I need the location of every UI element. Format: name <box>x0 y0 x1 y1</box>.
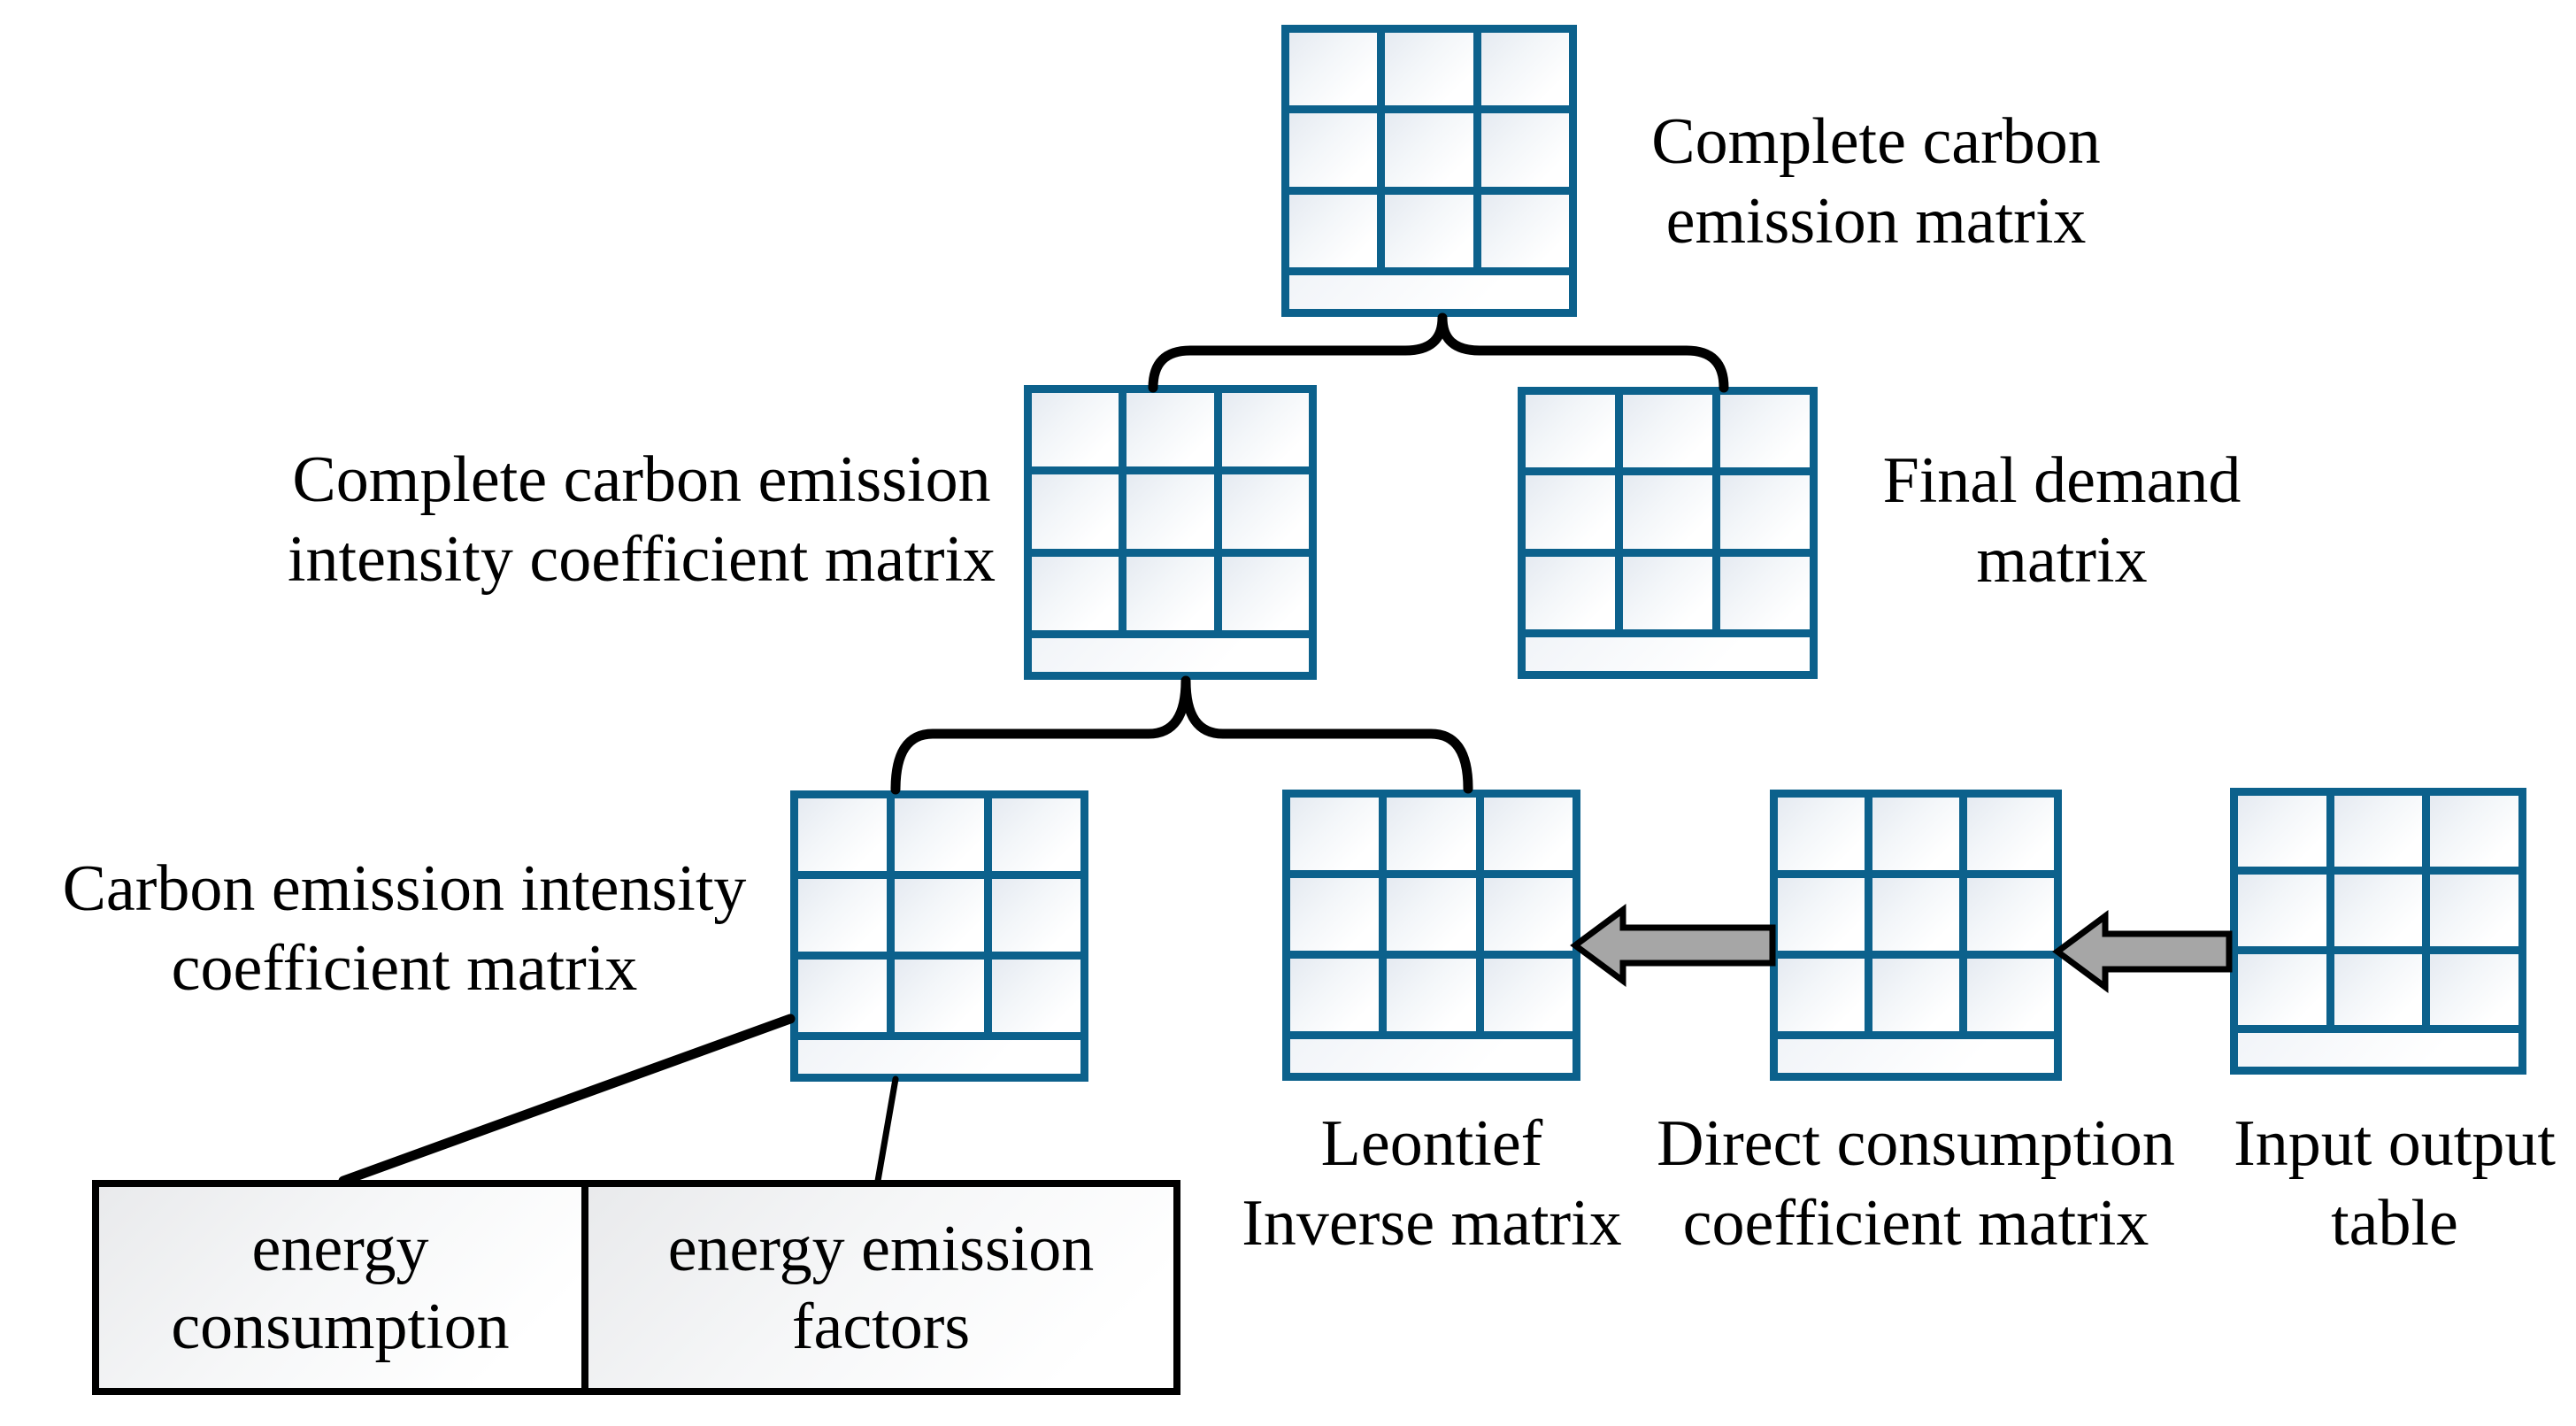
matrix-cell <box>1032 474 1119 549</box>
matrix-cell <box>1967 798 2054 870</box>
energy-consumption-cell: energy consumption <box>99 1187 581 1388</box>
label-complete-carbon-emission-intensity-coefficient-matrix: Complete carbon emission intensity coeff… <box>287 443 996 596</box>
matrix-cell <box>2238 796 2326 867</box>
matrix-cell <box>798 960 888 1032</box>
matrix-cell <box>1623 475 1712 549</box>
matrix-cell <box>1289 194 1378 267</box>
label-leontief-inverse-matrix: Leontief Inverse matrix <box>1242 1107 1622 1260</box>
leader-line-energy-consumption <box>338 1014 796 1186</box>
matrix-cell <box>1526 395 1615 468</box>
matrix-cell <box>798 798 888 871</box>
matrix-cell <box>1967 878 2054 951</box>
matrix-cell <box>1127 474 1214 549</box>
matrix-carbon-emission-intensity-coefficient <box>790 790 1088 1082</box>
energy-consumption-label: energy consumption <box>171 1212 510 1363</box>
matrix-cell <box>2430 875 2518 946</box>
matrix-cell <box>1387 798 1476 870</box>
matrix-cell <box>1290 798 1380 870</box>
matrix-cell <box>2430 953 2518 1025</box>
energy-inputs-box: energy consumption energy emission facto… <box>92 1180 1180 1395</box>
matrix-cell <box>1221 474 1309 549</box>
brace-connector-top <box>1148 312 1729 393</box>
matrix-final-demand <box>1518 387 1818 679</box>
matrix-cell <box>1385 194 1473 267</box>
matrix-cell <box>2334 796 2423 867</box>
matrix-cell <box>1289 33 1378 106</box>
left-arrow-io-to-direct-icon <box>2052 910 2233 993</box>
matrix-cell <box>1387 959 1476 1031</box>
matrix-cell <box>1623 556 1712 629</box>
matrix-cell <box>1290 878 1380 951</box>
left-arrow-direct-to-leontief-icon <box>1570 904 1776 987</box>
matrix-cell <box>1483 878 1573 951</box>
matrix-cell <box>2238 875 2326 946</box>
matrix-cell <box>895 798 984 871</box>
matrix-direct-consumption-coefficient <box>1770 790 2062 1081</box>
label-input-output-table: Input output table <box>2234 1107 2556 1260</box>
matrix-cell <box>991 879 1080 952</box>
matrix-cell <box>2238 953 2326 1025</box>
matrix-cell <box>1480 33 1569 106</box>
matrix-cell <box>1778 959 1865 1031</box>
matrix-cell <box>798 879 888 952</box>
matrix-cell <box>1480 194 1569 267</box>
matrix-cell <box>1387 878 1476 951</box>
matrix-cell <box>1483 959 1573 1031</box>
matrix-cell <box>1778 798 1865 870</box>
matrix-cell <box>1526 475 1615 549</box>
leader-line-energy-emission-factors <box>874 1075 899 1184</box>
matrix-cell <box>2430 796 2518 867</box>
matrix-bottom-band <box>1032 638 1309 672</box>
matrix-bottom-band <box>1526 637 1810 671</box>
matrix-cell <box>1385 113 1473 187</box>
matrix-cell <box>1032 393 1119 467</box>
matrix-cell <box>1526 556 1615 629</box>
matrix-complete-carbon-emission <box>1281 25 1577 317</box>
energy-emission-factors-label: energy emission factors <box>667 1212 1095 1363</box>
matrix-cell <box>1221 393 1309 467</box>
matrix-bottom-band <box>1289 275 1569 309</box>
matrix-cell <box>895 960 984 1032</box>
matrix-cell <box>1480 113 1569 187</box>
matrix-complete-carbon-emission-intensity-coefficient <box>1024 385 1317 680</box>
matrix-input-output-table <box>2230 788 2526 1075</box>
matrix-cell <box>1385 33 1473 106</box>
matrix-bottom-band <box>798 1040 1080 1074</box>
label-final-demand-matrix: Final demand matrix <box>1882 444 2242 597</box>
matrix-bottom-band <box>1778 1039 2054 1073</box>
matrix-bottom-band <box>1290 1039 1573 1073</box>
matrix-cell <box>1872 798 1959 870</box>
matrix-cell <box>1483 798 1573 870</box>
matrix-cell <box>1290 959 1380 1031</box>
matrix-cell <box>1623 395 1712 468</box>
brace-connector-middle <box>890 675 1473 795</box>
matrix-cell <box>1127 393 1214 467</box>
matrix-cell <box>1778 878 1865 951</box>
matrix-cell <box>1720 556 1810 629</box>
matrix-cell <box>1720 475 1810 549</box>
matrix-bottom-band <box>2238 1033 2518 1067</box>
matrix-cell <box>991 960 1080 1032</box>
energy-emission-factors-cell: energy emission factors <box>588 1187 1173 1388</box>
matrix-cell <box>1720 395 1810 468</box>
matrix-cell <box>895 879 984 952</box>
matrix-cell <box>1032 556 1119 630</box>
label-direct-consumption-coefficient-matrix: Direct consumption coefficient matrix <box>1657 1107 2175 1260</box>
matrix-leontief-inverse <box>1282 790 1580 1081</box>
matrix-cell <box>1127 556 1214 630</box>
matrix-cell <box>2334 875 2423 946</box>
matrix-cell <box>1872 878 1959 951</box>
matrix-cell <box>1872 959 1959 1031</box>
matrix-cell <box>1289 113 1378 187</box>
label-complete-carbon-emission-matrix: Complete carbon emission matrix <box>1651 105 2101 258</box>
matrix-cell <box>1221 556 1309 630</box>
matrix-cell <box>2334 953 2423 1025</box>
matrix-cell <box>991 798 1080 871</box>
label-carbon-emission-intensity-coefficient-matrix: Carbon emission intensity coefficient ma… <box>62 852 747 1005</box>
matrix-cell <box>1967 959 2054 1031</box>
